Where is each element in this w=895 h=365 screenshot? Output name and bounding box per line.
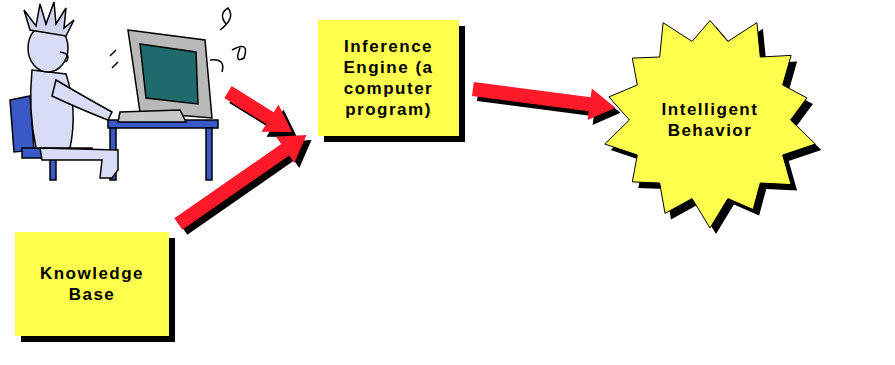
process-box: Knowledge Base [15,232,169,336]
node-label: Intelligent Behavior [649,99,772,142]
starburst-shape: Intelligent Behavior [598,8,822,232]
block-arrow [472,82,621,125]
person [24,2,118,178]
arrow-body [472,82,616,120]
computer [110,8,246,122]
block-arrow [174,135,311,235]
process-box: Inference Engine (a computer program) [318,20,459,136]
starburst-outline [598,8,822,232]
user-arrow [224,86,297,137]
arrow-body [174,135,306,230]
node-label: Inference Engine (a computer program) [326,36,451,121]
node-label: Knowledge Base [23,263,161,306]
desk [108,120,218,180]
